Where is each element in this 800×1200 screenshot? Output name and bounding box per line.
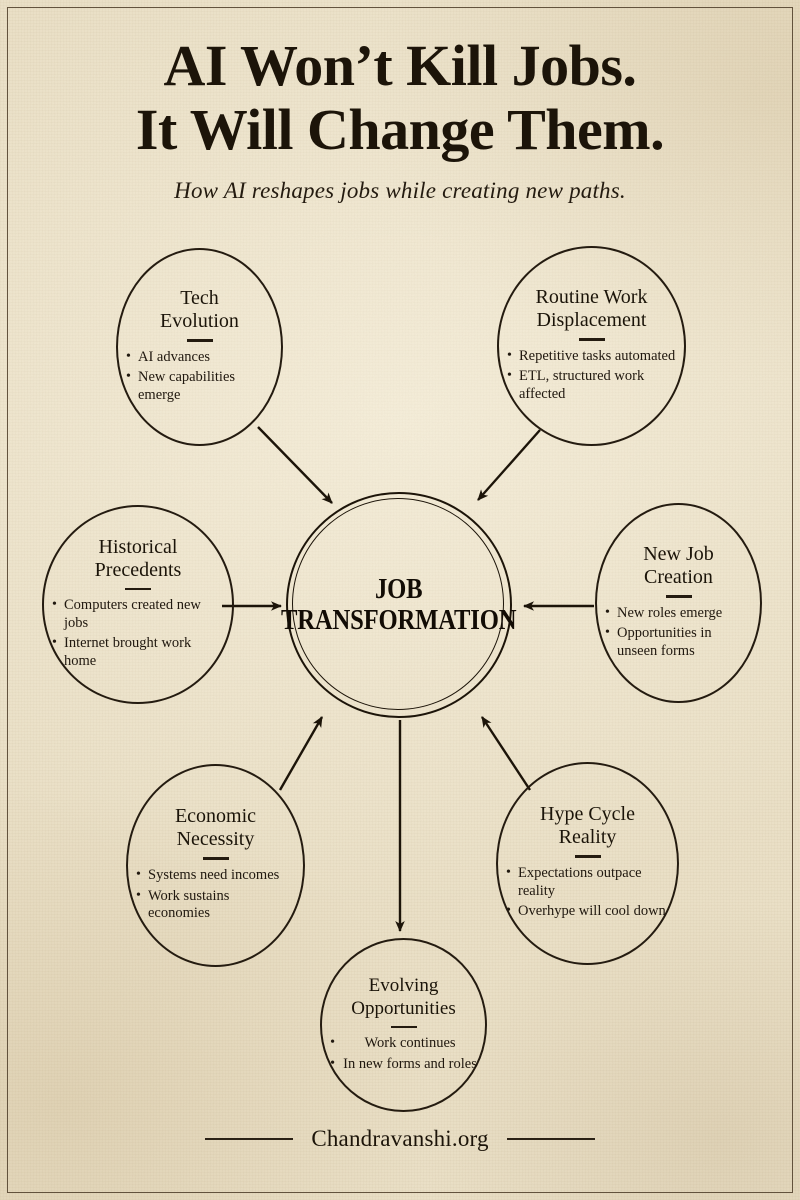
page-subtitle: How AI reshapes jobs while creating new … [174, 178, 626, 203]
node-bullet-list: Work continues In new forms and roles [330, 1034, 477, 1076]
hub-job-transformation[interactable]: JOB TRANSFORMATION [281, 492, 517, 718]
footer-rule-left [205, 1138, 294, 1140]
node-divider [125, 587, 151, 591]
node-bullet: Internet brought work home [52, 634, 224, 670]
node-title: Evolving Opportunities [351, 974, 456, 1019]
node-title: New Job Creation [643, 542, 714, 588]
node-bullet: Opportunities in unseen forms [605, 624, 752, 660]
node-bullet: New roles emerge [605, 604, 752, 623]
node-bullet-list: Computers created new jobs Internet brou… [52, 596, 224, 673]
node-bullet: In new forms and roles [330, 1055, 477, 1074]
node-bullet-list: Systems need incomes Work sustains econo… [136, 866, 295, 926]
node-divider [578, 337, 605, 341]
footer-site-name: Chandravanshi.org [311, 1126, 489, 1151]
header: AI Won’t Kill Jobs. It Will Change Them.… [0, 34, 800, 204]
node-bullet: Repetitive tasks automated [507, 347, 676, 366]
node-bullet: New capabilities emerge [126, 368, 273, 404]
node-bullet: Overhype will cool down [506, 902, 669, 921]
node-title: Routine Work Displacement [535, 285, 648, 331]
hub-inner-ring [292, 498, 504, 710]
node-bullet: Expectations outpace reality [506, 864, 669, 900]
hub-label: JOB TRANSFORMATION [281, 574, 517, 636]
node-tech-evolution[interactable]: Tech Evolution AI advances New capabilit… [116, 248, 283, 446]
node-bullet-list: Expectations outpace reality Overhype wi… [506, 864, 669, 924]
page-title-line-2: It Will Change Them. [135, 97, 665, 162]
node-bullet: AI advances [126, 348, 273, 367]
node-divider [186, 338, 213, 342]
node-divider [202, 857, 229, 861]
node-divider [390, 1025, 417, 1029]
arrow-economic-to-hub [278, 716, 324, 791]
node-bullet: Work sustains economies [136, 887, 295, 923]
node-title: Historical Precedents [94, 535, 182, 581]
node-bullet: ETL, structured work affected [507, 367, 676, 403]
node-divider [574, 855, 601, 859]
node-historical-precedents[interactable]: Historical Precedents Computers created … [42, 505, 234, 704]
arrow-hype-to-hub [480, 716, 532, 791]
page-title-line-1: AI Won’t Kill Jobs. [163, 33, 637, 98]
node-title: Hype Cycle Reality [540, 803, 635, 849]
node-bullet-list: Repetitive tasks automated ETL, structur… [507, 347, 676, 407]
node-bullet: Work continues [330, 1034, 477, 1053]
arrow-routine-to-hub [477, 429, 541, 501]
node-bullet-list: AI advances New capabilities emerge [126, 348, 273, 408]
node-bullet: Systems need incomes [136, 866, 295, 885]
node-bullet-list: New roles emerge Opportunities in unseen… [605, 604, 752, 664]
node-title: Tech Evolution [160, 286, 239, 332]
arrow-tech-to-hub [257, 426, 333, 504]
footer-rule-right [506, 1138, 595, 1140]
node-new-job-creation[interactable]: New Job Creation New roles emerge Opport… [595, 503, 762, 703]
node-economic-necessity[interactable]: Economic Necessity Systems need incomes … [126, 764, 305, 967]
node-title: Economic Necessity [174, 805, 257, 851]
node-evolving-opportunities[interactable]: Evolving Opportunities Work continues In… [320, 938, 487, 1112]
node-divider [665, 594, 692, 598]
footer: Chandravanshi.org [0, 1126, 800, 1152]
node-hype-cycle-reality[interactable]: Hype Cycle Reality Expectations outpace … [496, 762, 679, 965]
node-bullet: Computers created new jobs [52, 596, 224, 632]
node-routine-work-displacement[interactable]: Routine Work Displacement Repetitive tas… [497, 246, 686, 446]
